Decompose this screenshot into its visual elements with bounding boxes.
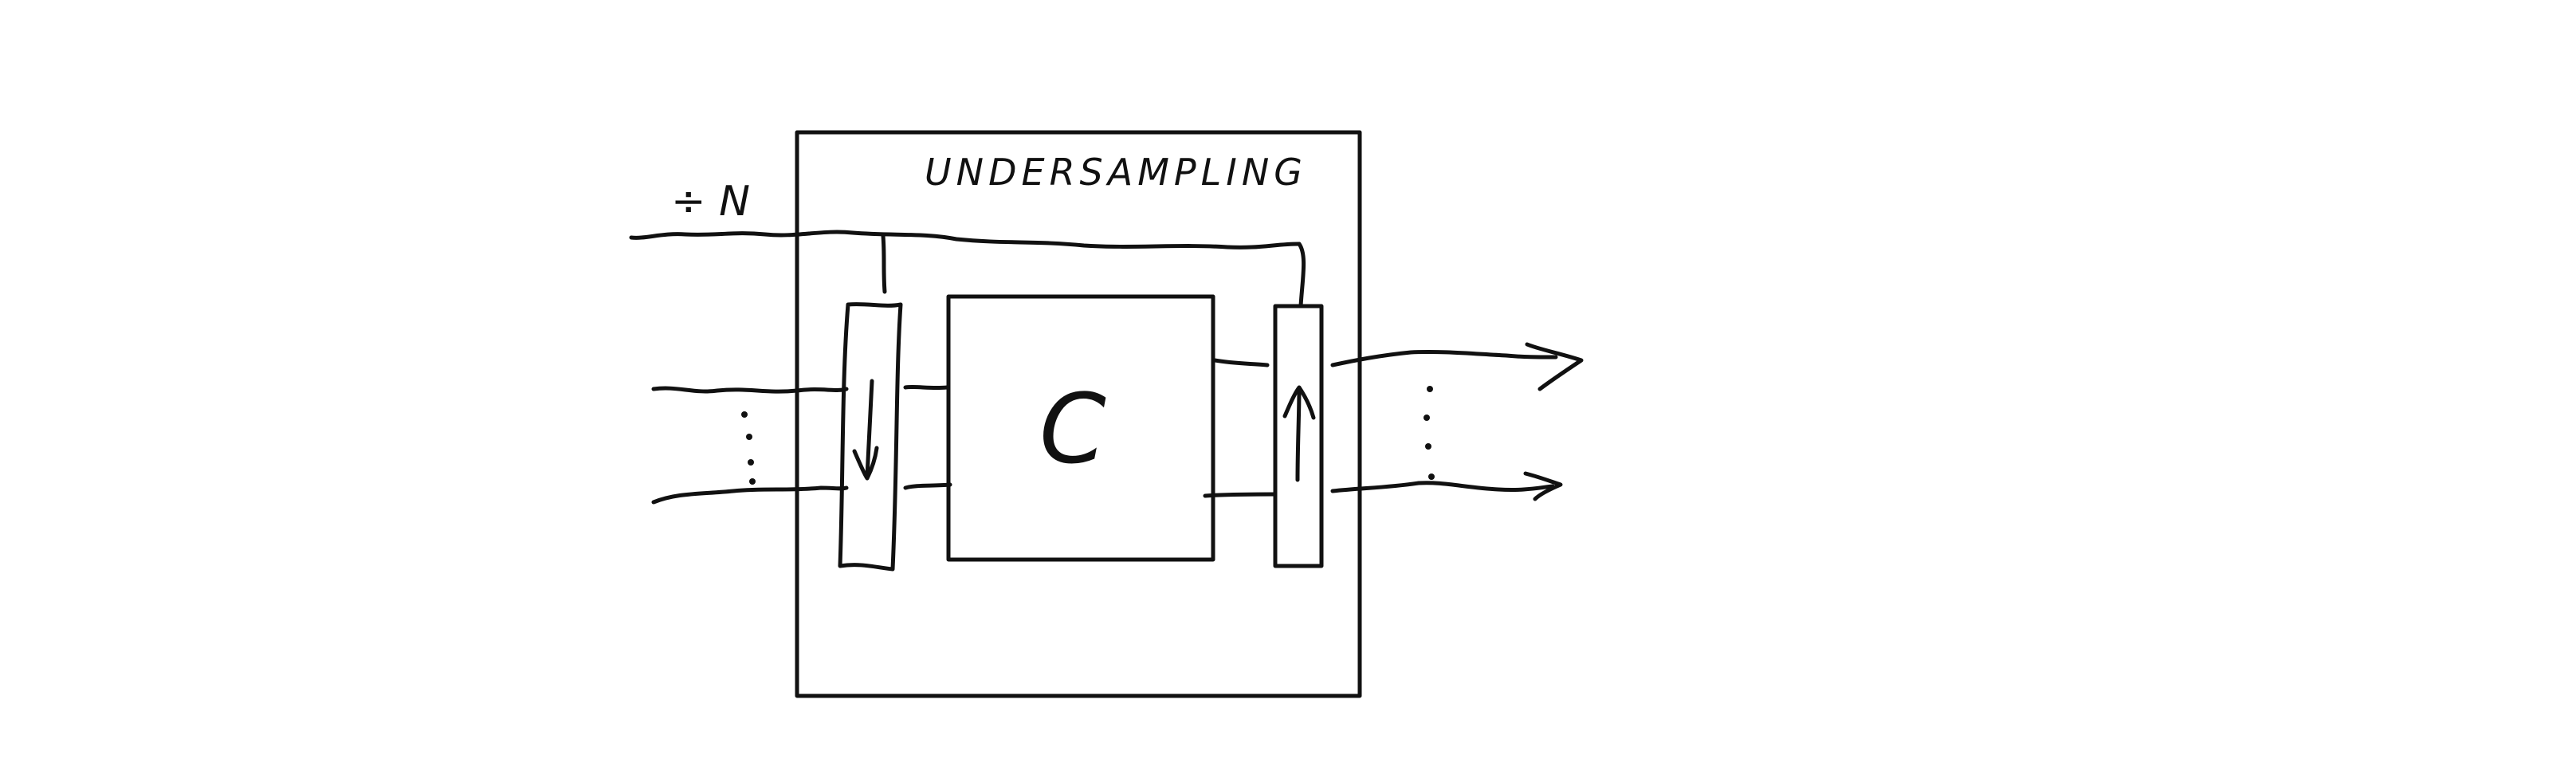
down-arrow-icon <box>852 379 879 481</box>
input-line-bottom <box>651 485 849 505</box>
inner-block-c-label: C <box>1039 375 1106 485</box>
control-drop-up <box>1297 242 1306 308</box>
upsampler-block <box>1273 304 1324 568</box>
output-line-top <box>1330 349 1558 367</box>
control-line-n <box>629 230 1302 250</box>
output-line-bottom <box>1330 481 1555 493</box>
inner-block-c <box>946 294 1215 562</box>
undersampling-outer-block <box>795 130 1362 698</box>
input-line-top <box>651 386 849 394</box>
undersampling-title: UNDERSAMPLING <box>925 151 1307 194</box>
c-to-up-top <box>1212 358 1270 367</box>
downsampler-block <box>838 302 903 572</box>
divide-by-n-label: ÷ N <box>671 178 750 226</box>
control-drop-down <box>881 234 887 294</box>
arrowhead-icon <box>1523 342 1584 501</box>
vertical-ellipsis-icon <box>1423 386 1435 480</box>
up-arrow-icon <box>1282 385 1316 482</box>
down-to-c-bottom <box>903 482 952 490</box>
c-to-up-bottom <box>1203 492 1278 498</box>
vertical-ellipsis-icon <box>741 411 756 485</box>
